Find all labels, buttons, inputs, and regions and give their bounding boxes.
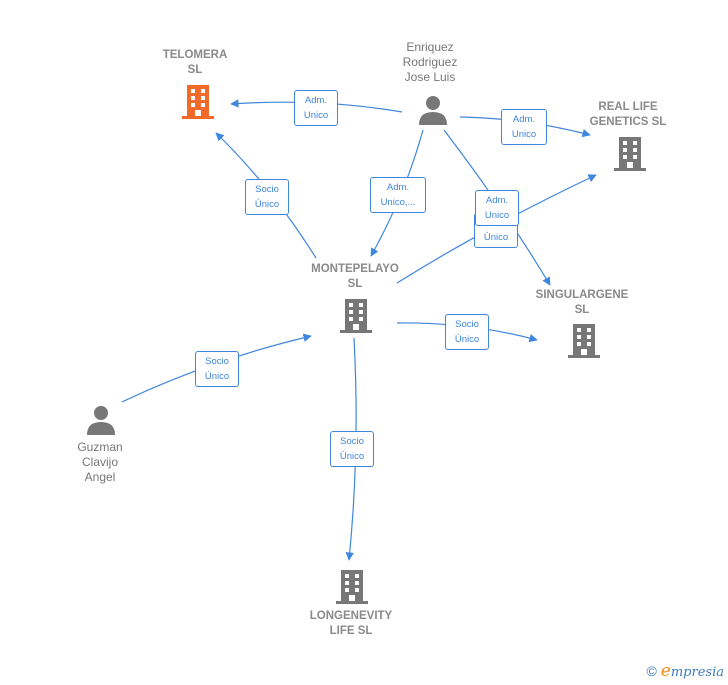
node-telomera-label[interactable]: TELOMERA SL — [162, 49, 228, 76]
person-icon[interactable] — [417, 94, 449, 126]
node-enriquez-label[interactable]: Enriquez Rodriguez Jose Luis — [402, 40, 458, 84]
edge-label-enriquez-real-life[interactable]: Adm. Unico — [501, 109, 547, 145]
building-icon[interactable] — [568, 323, 600, 359]
edge-label-enriquez-singulargene[interactable]: Adm. Unico — [475, 190, 519, 226]
edge-label-montepelayo-telomera[interactable]: Socio Único — [245, 179, 289, 215]
building-icon[interactable] — [614, 136, 646, 172]
copyright-symbol: © — [646, 663, 657, 679]
edge-label-enriquez-telomera[interactable]: Adm. Unico — [294, 90, 338, 126]
building-icon[interactable] — [336, 569, 368, 605]
building-icon[interactable] — [340, 298, 372, 334]
building-icon[interactable] — [182, 84, 214, 120]
node-longenevity-label[interactable]: LONGENEVITY LIFE SL — [309, 610, 393, 637]
node-real-life-label[interactable]: REAL LIFE GENETICS SL — [589, 101, 667, 128]
brand-initial: e — [660, 661, 671, 681]
edge-label-montepelayo-singulargene[interactable]: Socio Único — [445, 314, 489, 350]
node-singulargene-label[interactable]: SINGULARGENE SL — [535, 289, 629, 316]
empresia-logo[interactable]: ©empresia — [646, 661, 724, 681]
person-icon[interactable] — [85, 404, 117, 436]
node-montepelayo-label[interactable]: MONTEPELAYO SL — [311, 263, 399, 290]
edge-label-montepelayo-longenevity[interactable]: Socio Único — [330, 431, 374, 467]
edge-label-enriquez-montepelayo[interactable]: Adm. Unico,... — [370, 177, 426, 213]
brand-name: mpresia — [670, 665, 724, 680]
edge-label-guzman-montepelayo[interactable]: Socio Único — [195, 351, 239, 387]
node-guzman-label[interactable]: Guzman Clavijo Angel — [77, 440, 123, 484]
